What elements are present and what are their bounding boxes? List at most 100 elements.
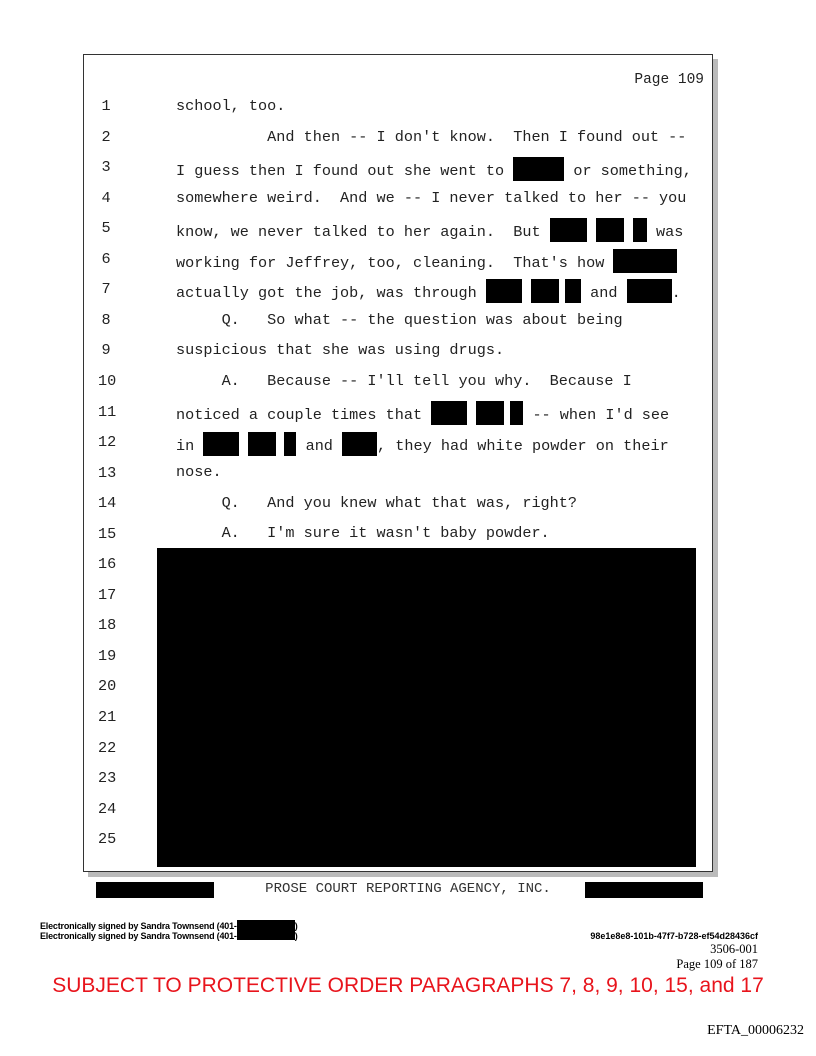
redaction [431,401,468,425]
line-number-text: 12 [98,433,117,452]
redaction [549,218,587,242]
line-text: Q. And you knew what that was, right? [176,494,578,512]
transcript-frame: Page 109 school, too. And then -- I don'… [83,54,713,872]
line-number: 25 [84,829,714,849]
line-number: 14 [84,493,714,513]
signature-line-1: Electronically signed by Sandra Townsend… [40,920,298,931]
redaction [476,401,505,425]
redaction [510,401,524,425]
text: ) [294,931,298,941]
text: or something, [564,162,692,180]
line-number: 6 [84,249,714,269]
agency-name: PROSE COURT REPORTING AGENCY, INC. [265,881,551,897]
line-7: actually got the job, was through and . [84,279,714,303]
text: in [176,437,204,455]
text: noticed a couple times that [176,406,432,424]
line-text: know, we never talked to her again. But … [176,218,683,242]
line-number-text: 11 [98,402,117,421]
line-number: 11 [84,402,714,422]
line-text: A. I'm sure it wasn't baby powder. [176,524,550,542]
redaction [595,218,624,242]
redaction [626,279,672,303]
line-number-text: 22 [98,738,117,757]
line-number: 2 [84,127,714,147]
line-text: And then -- I don't know. Then I found o… [176,128,687,146]
text: ) [294,921,298,931]
line-number-text: 14 [98,494,117,513]
line-number: 15 [84,524,714,544]
text: actually got the job, was through [176,284,486,302]
line-number: 24 [84,799,714,819]
line-text: nose. [176,463,222,481]
line-text: actually got the job, was through and . [176,279,681,303]
line-13: nose. [84,462,714,482]
line-number: 18 [84,615,714,635]
redaction [248,432,277,456]
line-number-text: 4 [101,188,111,207]
line-text: A. Because -- I'll tell you why. Because… [176,372,632,390]
text: Electronically signed by Sandra Townsend… [40,931,237,941]
line-number: 5 [84,218,714,238]
signature-line-2: Electronically signed by Sandra Townsend… [40,930,298,941]
line-number-text: 5 [101,219,111,238]
line-number-text: 3 [101,158,111,177]
redaction [513,157,565,181]
line-number: 17 [84,585,714,605]
line-number: 10 [84,371,714,391]
line-number: 21 [84,707,714,727]
line-text: I guess then I found out she went to or … [176,157,692,181]
line-number-text: 19 [98,646,117,665]
line-number-text: 8 [101,310,111,329]
redaction [203,432,240,456]
document-id: 3506-001 [710,942,758,956]
text: was [646,223,684,241]
redaction [96,882,214,898]
line-11: noticed a couple times that -- when I'd … [84,401,714,425]
line-text: somewhere weird. And we -- I never talke… [176,189,687,207]
line-number: 20 [84,676,714,696]
line-number: 9 [84,340,714,360]
line-number-text: 23 [98,769,117,788]
line-4: somewhere weird. And we -- I never talke… [84,188,714,208]
line-2: And then -- I don't know. Then I found o… [84,127,714,147]
line-text: working for Jeffrey, too, cleaning. That… [176,249,678,273]
redaction [531,279,560,303]
line-15: A. I'm sure it wasn't baby powder. [84,523,714,543]
line-number: 3 [84,157,714,177]
text: . [671,284,681,302]
line-number: 13 [84,463,714,483]
text: know, we never talked to her again. But [176,223,550,241]
redaction [236,930,295,940]
text: I guess then I found out she went to [176,162,514,180]
line-number: 12 [84,432,714,452]
line-3: I guess then I found out she went to or … [84,157,714,181]
line-text: in and , they had white powder on their [176,432,669,456]
line-5: know, we never talked to her again. But … [84,218,714,242]
line-text: school, too. [176,97,286,115]
line-number-text: 2 [101,127,111,146]
line-number: 8 [84,310,714,330]
redaction [284,432,297,456]
line-6: working for Jeffrey, too, cleaning. That… [84,249,714,273]
line-number-text: 9 [101,341,111,360]
line-number-text: 10 [98,371,117,390]
text: and [581,284,627,302]
line-12: in and , they had white powder on their [84,432,714,456]
redaction-block [157,548,696,867]
line-14: Q. And you knew what that was, right? [84,493,714,513]
line-number-text: 18 [98,616,117,635]
line-number-text: 20 [98,677,117,696]
line-text: Q. So what -- the question was about bei… [176,311,623,329]
redaction [485,279,522,303]
line-number-text: 13 [98,463,117,482]
line-8: Q. So what -- the question was about bei… [84,310,714,330]
redaction [613,249,678,273]
text: working for Jeffrey, too, cleaning. That… [176,254,614,272]
text: -- when I'd see [523,406,670,424]
redaction [632,218,647,242]
line-number: 22 [84,738,714,758]
line-number-text: 7 [101,280,111,299]
line-9: suspicious that she was using drugs. [84,340,714,360]
line-number-text: 6 [101,249,111,268]
